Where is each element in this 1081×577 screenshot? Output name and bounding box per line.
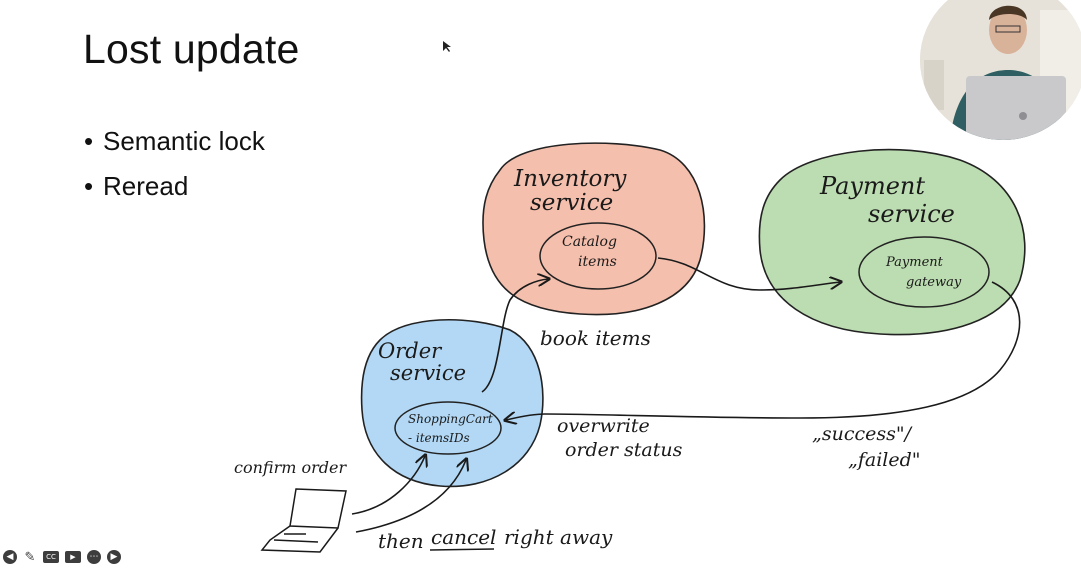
confirm-order-label: confirm order: [234, 458, 347, 477]
gateway-label-line2: gateway: [906, 275, 962, 290]
subtitles-icon[interactable]: CC: [43, 551, 59, 563]
slide-title: Lost update: [83, 26, 300, 72]
payment-label-line2: service: [868, 200, 955, 228]
arrow-confirm-to-order: [351, 456, 425, 515]
overwrite-label-line2: order status: [565, 439, 683, 461]
presentation-toolbar: ◀ ✎ CC ▶ ⋯ ▶: [3, 549, 121, 565]
result-label-line2: „failed": [848, 449, 921, 471]
more-icon[interactable]: ⋯: [87, 550, 101, 564]
inventory-label-line2: service: [530, 190, 613, 216]
overwrite-label-line1: overwrite: [557, 415, 650, 437]
next-slide-icon[interactable]: ▶: [107, 550, 121, 564]
then-label: then: [378, 529, 424, 553]
cancel-underline: [429, 548, 495, 551]
order-label-line1: Order: [378, 339, 443, 363]
pen-icon[interactable]: ✎: [24, 549, 36, 565]
cart-label-line1: ShoppingCart: [408, 412, 493, 426]
gateway-label-line1: Payment: [885, 255, 944, 270]
subtitles-label: CC: [46, 553, 56, 561]
arrow-payment-to-order: [506, 281, 1021, 420]
mouse-cursor-icon: [443, 41, 451, 52]
catalog-label-line2: items: [578, 254, 617, 270]
prev-slide-icon[interactable]: ◀: [3, 550, 17, 564]
cart-label-line2: - itemsIDs: [408, 431, 470, 445]
catalog-items-ellipse: [539, 222, 657, 290]
webcam-presenter-video: [920, 0, 1081, 140]
arrow-cancel-to-order: [355, 460, 466, 533]
camera-icon[interactable]: ▶: [65, 551, 81, 563]
laptop-icon: [260, 488, 347, 553]
bullet-dot: •: [84, 126, 94, 156]
cancel-label: cancel: [431, 525, 496, 549]
book-items-label: book items: [540, 326, 651, 350]
payment-label-line1: Payment: [819, 172, 925, 200]
payment-gateway-ellipse: [858, 236, 990, 308]
bullet-text: Reread: [103, 171, 189, 201]
inventory-label-line1: Inventory: [513, 166, 627, 192]
result-label-line1: „success"/: [812, 423, 913, 445]
arrow-inventory-to-payment: [657, 257, 840, 291]
bullet-text: Semantic lock: [103, 126, 265, 156]
right-away-label: right away: [504, 525, 613, 549]
arrow-order-to-inventory: [481, 279, 548, 393]
order-label-line2: service: [390, 361, 466, 385]
bullet-dot: •: [84, 171, 94, 201]
shopping-cart-ellipse: [394, 401, 502, 455]
catalog-label-line1: Catalog: [562, 234, 617, 250]
